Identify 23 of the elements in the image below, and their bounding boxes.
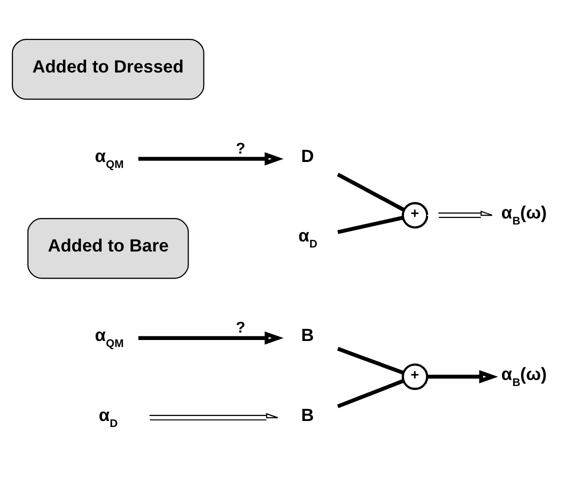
arrow: [138, 152, 284, 166]
connector: [337, 346, 404, 375]
connector: [336, 172, 405, 212]
arrow: [427, 370, 498, 384]
connector: [337, 216, 404, 234]
node-box: Added to Dressed: [12, 38, 204, 100]
node-text: α$_{QM}$: [94, 325, 124, 350]
node-text: D: [301, 146, 314, 166]
node-text: B: [301, 325, 314, 346]
node-box: Added to Bare: [27, 218, 189, 279]
node-text: B: [301, 404, 314, 425]
node-text: α$_{D}$: [98, 404, 118, 430]
edge-label: ?: [236, 140, 246, 158]
node-circle: +: [402, 202, 428, 229]
edge-label: ?: [236, 320, 246, 337]
node-text: α$_{QM}$: [94, 146, 124, 171]
node-text: α$_{B}$(ω): [501, 202, 547, 228]
arrow: [426, 210, 493, 220]
connector: [337, 379, 404, 408]
node-text: α$_{B}$(ω): [501, 364, 547, 389]
node-circle: +: [402, 363, 428, 390]
node-text: α$_{D}$: [298, 226, 318, 251]
arrow: [138, 331, 284, 345]
